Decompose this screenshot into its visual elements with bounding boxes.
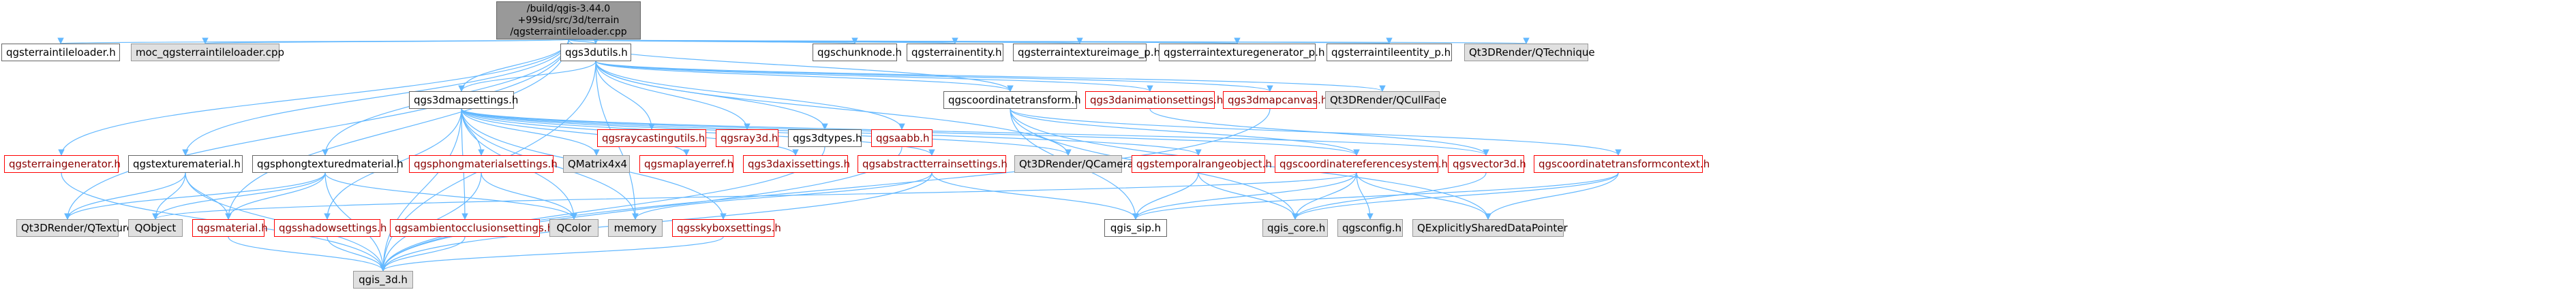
edge-qgsphongmaterialsettings_h-to-qcolor — [481, 172, 577, 220]
node-qt3drender-qtexture[interactable]: Qt3DRender/QTexture — [16, 219, 133, 237]
node-qgscoordinatetransformcontext-h[interactable]: qgscoordinatetransformcontext.h — [1534, 155, 1710, 173]
node-qgsconfig-h[interactable]: qgsconfig.h — [1337, 219, 1403, 237]
edge-qgsphongtexturedmaterial_h-to-qcolor — [324, 172, 577, 220]
edge-qgsabstractterrainsettings_h-to-memory — [632, 172, 933, 220]
node-qgsterraintileloader-h[interactable]: qgsterraintileloader.h — [1, 44, 120, 61]
node-qobject[interactable]: QObject — [128, 219, 183, 237]
edge-qgs3dmapsettings_h-to-qgsmaplayerref_h — [461, 108, 690, 156]
node-qgscoordinatetransform-h[interactable]: qgscoordinatetransform.h — [943, 91, 1081, 109]
edge-qgscoordinatereferencesystem_h-to-qgis_sip_h — [1132, 172, 1357, 220]
node-qgs3daxissettings-h[interactable]: qgs3daxissettings.h — [743, 155, 850, 173]
root-path-line-2: +99sid/src/3d/terrain — [517, 15, 620, 26]
node-qgsvector3d-h[interactable]: qgsvector3d.h — [1448, 155, 1526, 173]
edge-qgs3dutils_h-to-qt3d_qcamera — [595, 61, 1072, 156]
edge-root-to-qt3d_qtexture — [64, 39, 569, 220]
edge-root-to-moc_loader — [202, 37, 569, 44]
node-moc-qgsterraintileloader-cpp[interactable]: moc_qgsterraintileloader.cpp — [131, 44, 284, 61]
edge-qgsskyboxsettings_h-to-qgis_3d_h — [380, 236, 724, 272]
edge-qgs3dutils_h-to-qgsaabb_h — [595, 61, 905, 130]
node-qgsabstractterrainsettings-h[interactable]: qgsabstractterrainsettings.h — [858, 155, 1007, 173]
edge-qgscoordinatetransform_h-to-qgscoordinatereferencesystem_h — [1010, 108, 1360, 156]
edge-qgsshadowsettings_h-to-qgis_3d_h — [327, 236, 387, 272]
edge-qgscoordinatetransformcontext_h-to-qgis_sip_h — [1132, 172, 1619, 220]
edge-qgs3dmapsettings_h-to-qmatrix4x4 — [461, 108, 600, 156]
edge-qgscoordinatereferencesystem_h-to-qgis_core_h — [1292, 172, 1357, 220]
node-qgsaabb-h[interactable]: qgsaabb.h — [871, 129, 933, 147]
edge-qgsphongtexturedmaterial_h-to-qt3d_qtexture — [64, 172, 326, 220]
edge-qgscoordinatereferencesystem_h-to-qgsconfig_h — [1356, 172, 1374, 220]
node-qgstexturematerial-h[interactable]: qgstexturematerial.h — [128, 155, 243, 173]
root-path-line-3: /qgsterraintileloader.cpp — [510, 27, 627, 37]
edge-qgstexturematerial_h-to-qt3d_qtexture — [64, 172, 186, 220]
node-qgs3dmapcanvas-h[interactable]: qgs3dmapcanvas.h — [1223, 91, 1327, 109]
edge-qgs3danimationsettings_h-to-qgsvector3d_h — [1149, 108, 1489, 156]
node-qexplicitlyshareddatapointer[interactable]: QExplicitlySharedDataPointer — [1412, 219, 1568, 237]
edge-root-to-qgsterraingenerator_h — [58, 39, 569, 156]
edge-qgs3dutils_h-to-qgs3danimationsettings_h — [595, 61, 1153, 92]
node-qgsterraintileentity-p-h[interactable]: qgsterraintileentity_p.h — [1327, 44, 1452, 61]
node-qgsterraintexturegenerator-p-h[interactable]: qgsterraintexturegenerator_p.h — [1159, 44, 1324, 61]
edge-qgscoordinatetransformcontext_h-to-qexplicitlyshareddatapointer — [1485, 172, 1619, 220]
edge-qgs3dutils_h-to-qgsray3d_h — [595, 61, 751, 130]
node-qgs3dmapsettings-h[interactable]: qgs3dmapsettings.h — [409, 91, 518, 109]
node-qgsterraingenerator-h[interactable]: qgsterraingenerator.h — [4, 155, 121, 173]
node-qgis-core-h[interactable]: qgis_core.h — [1262, 219, 1328, 237]
node-qgsphongtexturedmaterial-h[interactable]: qgsphongtexturedmaterial.h — [252, 155, 404, 173]
node-qgsmaplayerref-h[interactable]: qgsmaplayerref.h — [639, 155, 733, 173]
node-qgsterrainentity-h[interactable]: qgsterrainentity.h — [907, 44, 1003, 61]
edge-qgsvector3d_h-to-qgis_core_h — [1292, 172, 1487, 220]
node-qgs3danimationsettings-h[interactable]: qgs3danimationsettings.h — [1085, 91, 1223, 109]
node-qt3drender-qtechnique[interactable]: Qt3DRender/QTechnique — [1464, 44, 1595, 61]
node-qgsmaterial-h[interactable]: qgsmaterial.h — [192, 219, 268, 237]
edge-qgs3dmapsettings_h-to-qgis_3d_h — [380, 108, 462, 272]
edge-qgsphongtexturedmaterial_h-to-qgsmaterial_h — [225, 172, 326, 220]
node-qgs3dutils-h[interactable]: qgs3dutils.h — [560, 44, 631, 61]
node-qgsskyboxsettings-h[interactable]: qgsskyboxsettings.h — [672, 219, 781, 237]
node-qgis-sip-h[interactable]: qgis_sip.h — [1104, 219, 1167, 237]
edge-qgscoordinatetransformcontext_h-to-qgis_core_h — [1292, 172, 1619, 220]
edge-qgs3dmapsettings_h-to-qgsvector3d_h — [461, 108, 1489, 156]
node-qmatrix4x4[interactable]: QMatrix4x4 — [563, 155, 630, 173]
node-qcolor[interactable]: QColor — [549, 219, 598, 237]
root-file-node[interactable]: /build/qgis-3.44.0 +99sid/src/3d/terrain… — [496, 1, 641, 39]
edge-root-to-qgstexturematerial_h — [182, 39, 569, 156]
edge-qgs3dutils_h-to-qt3d_qcullface — [595, 61, 1386, 92]
node-qt3drender-qcamera[interactable]: Qt3DRender/QCamera — [1014, 155, 1134, 173]
edge-qgscoordinatereferencesystem_h-to-qexplicitlyshareddatapointer — [1356, 172, 1491, 220]
node-qgschunknode-h[interactable]: qgschunknode.h — [813, 44, 902, 61]
node-qgsshadowsettings-h[interactable]: qgsshadowsettings.h — [274, 219, 387, 237]
edge-root-to-qgsmaterial_h — [225, 39, 569, 220]
node-qgscoordinatereferencesystem-h[interactable]: qgscoordinatereferencesystem.h — [1275, 155, 1448, 173]
edge-qgsabstractterrainsettings_h-to-qgis_sip_h — [931, 172, 1139, 220]
node-qgsterraintextureimage-p-h[interactable]: qgsterraintextureimage_p.h — [1013, 44, 1160, 61]
edge-qgsambientocclusionsettings_h-to-qgis_3d_h — [380, 236, 466, 272]
edge-qgsmaterial_h-to-qgis_3d_h — [228, 236, 387, 272]
edge-qgstemporalrangeobject_h-to-qgis_sip_h — [1132, 172, 1199, 220]
edge-root-to-qt3d_qtechnique — [568, 37, 1527, 44]
edge-qgstexturematerial_h-to-qobject — [152, 172, 186, 220]
edge-qgsphongtexturedmaterial_h-to-qobject — [152, 172, 326, 220]
node-qgsray3d-h[interactable]: qgsray3d.h — [716, 129, 778, 147]
edge-qgs3dutils_h-to-qgs3dmapcanvas_h — [595, 61, 1273, 92]
root-path-line-1: /build/qgis-3.44.0 — [526, 3, 611, 14]
node-qgstemporalrangeobject-h[interactable]: qgstemporalrangeobject.h — [1132, 155, 1272, 173]
edge-qgs3dutils_h-to-qgs3dmapsettings_h — [458, 61, 596, 92]
node-qgsraycastingutils-h[interactable]: qgsraycastingutils.h — [597, 129, 706, 147]
node-qt3drender-qcullface[interactable]: Qt3DRender/QCullFace — [1325, 91, 1446, 109]
edge-qgs3dutils_h-to-qgsraycastingutils_h — [595, 61, 655, 130]
node-qgsambientocclusionsettings-h[interactable]: qgsambientocclusionsettings.h — [390, 219, 554, 237]
node-qgis-3d-h[interactable]: qgis_3d.h — [353, 271, 413, 289]
edge-root-to-qgs3dutils_h — [568, 37, 599, 44]
node-qgs3dtypes-h[interactable]: qgs3dtypes.h — [788, 129, 862, 147]
node-qgsphongmaterialsettings-h[interactable]: qgsphongmaterialsettings.h — [409, 155, 558, 173]
edge-qgscoordinatereferencesystem_h-to-qobject — [152, 172, 1357, 220]
node-memory[interactable]: memory — [608, 219, 663, 237]
edge-qgs3dmapcanvas_h-to-qgis_3d_h — [380, 108, 1271, 272]
edge-qgs3dutils_h-to-qgscoordinatetransform_h — [595, 61, 1014, 92]
